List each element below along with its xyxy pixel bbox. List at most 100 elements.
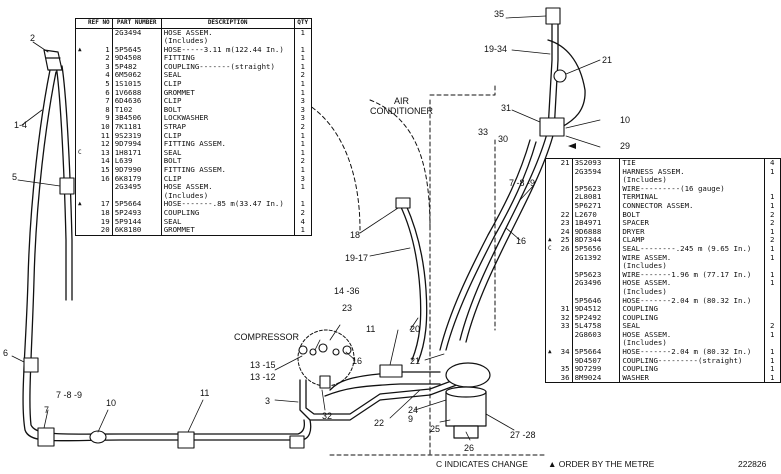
row-part-number: 5P5664 (572, 347, 621, 357)
row-ref (555, 201, 573, 211)
row-description: (Includes) (161, 191, 295, 201)
row-description: GROMMET (161, 226, 295, 235)
row-part-number: 6K8180 (112, 226, 162, 235)
row-qty: 3 (300, 96, 305, 106)
row-ref: 15 (86, 165, 113, 175)
callout-c6: 6 (3, 348, 9, 358)
table-row: (Includes) (546, 339, 780, 349)
table-row: (Includes) (76, 191, 311, 201)
row-qty: 1 (300, 53, 305, 63)
drier-receiver (445, 362, 491, 439)
row-description: SEAL (161, 71, 295, 81)
row-description: STRAP (161, 122, 295, 132)
row-mark (76, 183, 86, 192)
row-qty: 1 (770, 347, 775, 357)
row-qty: 1 (770, 372, 775, 382)
row-part-number: 9D4508 (112, 54, 162, 63)
row-description: CLIP (161, 79, 295, 89)
header-part: PART NUMBER (112, 19, 162, 29)
air-conditioner-outline (299, 84, 546, 456)
row-part-number: 2G1392 (572, 253, 621, 263)
compressor-fittings (298, 343, 352, 389)
callout-c18: 18 (350, 230, 361, 240)
row-description: COUPLING (619, 304, 765, 314)
row-ref: 17 (86, 200, 113, 209)
clip-11 (379, 364, 403, 378)
row-qty: 1 (770, 269, 775, 279)
row-ref: 1 (86, 45, 113, 55)
row-mark: C (548, 244, 552, 252)
row-ref (555, 270, 573, 280)
row-part-number: 2G3494 (112, 28, 162, 38)
row-ref (555, 287, 573, 297)
callout-c25: 25 (430, 424, 441, 434)
row-part-number: 5P2493 (112, 208, 162, 218)
table-row: (Includes) (546, 287, 780, 297)
row-mark (76, 175, 86, 184)
row-mark (546, 374, 556, 383)
table-row: (Includes) (546, 262, 780, 271)
leader-lines (11, 15, 601, 441)
row-part-number: 5P5656 (572, 244, 621, 254)
row-qty: 1 (300, 44, 305, 54)
row-mark (546, 331, 556, 340)
row-mark (546, 228, 556, 237)
row-mark: ▲ (78, 200, 82, 208)
row-mark (546, 357, 556, 366)
row-part-number: 3S2093 (572, 158, 621, 168)
callout-c21b: 21 (410, 356, 421, 366)
row-ref: 21 (555, 158, 573, 168)
row-qty: 1 (300, 130, 305, 140)
row-mark (76, 106, 86, 115)
row-description: (Includes) (619, 176, 765, 185)
top-fittings (539, 7, 567, 137)
row-qty: 1 (300, 147, 305, 157)
row-ref (555, 253, 573, 263)
row-part-number: 6D4636 (112, 97, 162, 106)
row-mark (546, 314, 556, 323)
row-mark (76, 63, 86, 72)
row-ref: 33 (555, 322, 573, 331)
row-ref: 22 (555, 210, 573, 220)
row-description: WIRE---------(16 gauge) (619, 184, 765, 194)
row-mark (546, 365, 556, 374)
row-description: COUPLING (619, 365, 765, 374)
row-qty: 1 (770, 252, 775, 262)
row-ref (86, 28, 113, 38)
callout-c24_9: 24 9 (408, 405, 419, 424)
row-mark (546, 322, 556, 331)
row-qty: 1 (770, 364, 775, 374)
callout-c11b: 11 (200, 388, 210, 398)
row-ref: 24 (555, 227, 573, 237)
row-ref: 12 (86, 140, 113, 149)
row-mark (546, 305, 556, 314)
row-description: SEAL (161, 148, 295, 158)
row-qty: 1 (300, 79, 305, 89)
row-description: CLIP (161, 174, 295, 184)
row-ref: 8 (86, 105, 113, 115)
row-description: DRYER (619, 227, 765, 237)
row-ref (555, 262, 573, 271)
row-mark (76, 218, 86, 227)
row-description: HOSE ASSEM. (619, 330, 765, 340)
row-ref: 11 (86, 131, 113, 141)
row-qty: 3 (300, 104, 305, 114)
row-description: HOSE ASSEM. (619, 279, 765, 288)
row-part-number: 7K1181 (112, 122, 162, 132)
row-qty (764, 305, 780, 314)
row-part-number: 9D7299 (572, 365, 621, 374)
order-by-metre-note: ▲ ORDER BY THE METRE (548, 459, 655, 469)
table-row: (Includes) (546, 176, 780, 185)
callout-c5: 5 (12, 172, 18, 182)
row-ref (86, 37, 113, 46)
row-ref: 35 (555, 365, 573, 374)
row-part-number: 9D6888 (572, 227, 621, 237)
